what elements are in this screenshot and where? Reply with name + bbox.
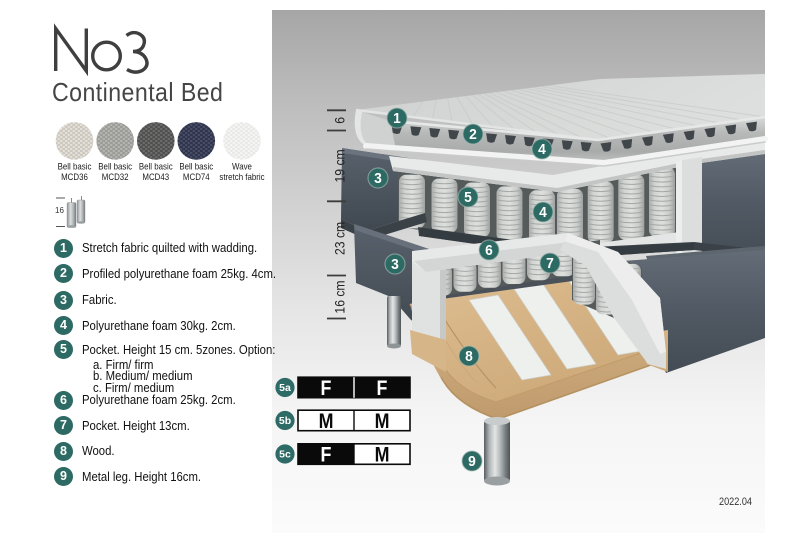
svg-text:3: 3	[391, 256, 399, 273]
svg-text:Wave: Wave	[232, 161, 252, 172]
svg-text:Bell basic: Bell basic	[98, 161, 132, 172]
svg-text:5c: 5c	[279, 449, 291, 461]
svg-text:M: M	[375, 443, 390, 467]
svg-text:7: 7	[546, 255, 554, 272]
svg-text:8: 8	[465, 348, 473, 365]
svg-text:5a: 5a	[279, 382, 291, 394]
svg-text:MCD43: MCD43	[142, 171, 169, 182]
svg-text:9: 9	[468, 453, 476, 470]
svg-text:Bell basic: Bell basic	[179, 161, 213, 172]
svg-text:MCD36: MCD36	[61, 171, 88, 182]
svg-text:6: 6	[485, 242, 493, 259]
svg-text:3: 3	[374, 170, 382, 187]
svg-text:F: F	[321, 443, 332, 467]
svg-text:M: M	[375, 410, 390, 434]
svg-text:F: F	[377, 377, 388, 401]
svg-text:5: 5	[464, 189, 472, 206]
svg-text:M: M	[319, 410, 334, 434]
svg-text:4: 4	[539, 204, 547, 221]
svg-text:4: 4	[538, 141, 546, 158]
svg-text:5b: 5b	[279, 415, 291, 427]
svg-text:2: 2	[469, 126, 477, 143]
svg-text:6: 6	[331, 117, 347, 124]
svg-text:23 cm: 23 cm	[331, 222, 347, 255]
svg-text:F: F	[321, 377, 332, 401]
svg-text:Bell basic: Bell basic	[58, 161, 92, 172]
svg-text:19 cm: 19 cm	[331, 149, 347, 182]
svg-text:Bell basic: Bell basic	[139, 161, 173, 172]
svg-text:MCD32: MCD32	[102, 171, 129, 182]
svg-text:MCD74: MCD74	[183, 171, 210, 182]
svg-text:16: 16	[55, 206, 64, 215]
svg-text:stretch fabric: stretch fabric	[219, 171, 265, 182]
svg-text:2022.04: 2022.04	[719, 496, 752, 508]
svg-text:16 cm: 16 cm	[331, 280, 347, 313]
svg-text:1: 1	[393, 110, 401, 127]
